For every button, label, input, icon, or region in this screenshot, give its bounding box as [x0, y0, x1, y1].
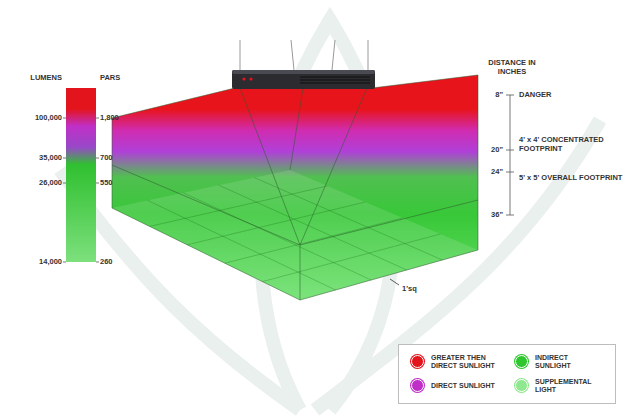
floor-grid: [148, 178, 443, 290]
zone-note: DANGER: [519, 91, 579, 100]
pars-value: 700: [100, 154, 130, 163]
distance-scale: [506, 95, 514, 215]
color-scale-bar: [66, 88, 96, 262]
box-edges: [112, 75, 478, 300]
lumens-value: 26,000: [22, 179, 62, 188]
legend-entry: SUPPLEMENTAL LIGHT: [515, 378, 603, 394]
grid-line: [148, 200, 336, 290]
scale-ticks: [63, 118, 99, 262]
scale-heading: DISTANCE IN INCHES: [481, 59, 543, 76]
legend-swatch: [411, 379, 424, 392]
legend: GREATER THEN DIRECT SUNLIGHT INDIRECT SUN…: [398, 344, 616, 404]
pars-value: 550: [100, 179, 130, 188]
scale-heading: LUMENS: [22, 74, 62, 83]
legend-swatch: [411, 355, 424, 368]
leader-line: [390, 279, 399, 285]
distance-value: 20": [481, 146, 503, 155]
distance-value: 8": [481, 91, 503, 100]
lumens-value: 100,000: [22, 114, 62, 123]
legend-swatch: [515, 355, 528, 368]
floor-plane: [112, 170, 478, 300]
lumens-value: 35,000: [22, 154, 62, 163]
legend-text: INDIRECT SUNLIGHT: [535, 354, 603, 370]
dimension-label: 1'sq: [402, 285, 432, 294]
distance-value: 24": [481, 168, 503, 177]
light-cone: [112, 75, 478, 300]
led-fixture: [232, 40, 375, 89]
grid-line: [262, 234, 440, 282]
legend-entry: DIRECT SUNLIGHT: [411, 378, 499, 394]
pars-value: 260: [100, 258, 130, 267]
legend-text: SUPPLEMENTAL LIGHT: [535, 378, 603, 394]
scale-heading: PARS: [100, 74, 130, 83]
grid-line: [219, 185, 407, 270]
legend-text: DIRECT SUNLIGHT: [431, 382, 499, 390]
lumens-value: 14,000: [22, 258, 62, 267]
zone-note: 4' x 4' CONCENTRATED FOOTPRINT: [519, 136, 623, 153]
legend-text: GREATER THEN DIRECT SUNLIGHT: [431, 354, 499, 370]
legend-entry: GREATER THEN DIRECT SUNLIGHT: [411, 354, 499, 370]
grid-line: [183, 193, 371, 280]
grid-line: [254, 178, 442, 260]
zone-note: 5' x 5' OVERALL FOOTPRINT: [519, 174, 623, 183]
legend-entry: INDIRECT SUNLIGHT: [515, 354, 603, 370]
distance-value: 36": [481, 211, 503, 220]
pars-value: 1,800: [100, 114, 130, 123]
legend-swatch: [515, 379, 528, 392]
